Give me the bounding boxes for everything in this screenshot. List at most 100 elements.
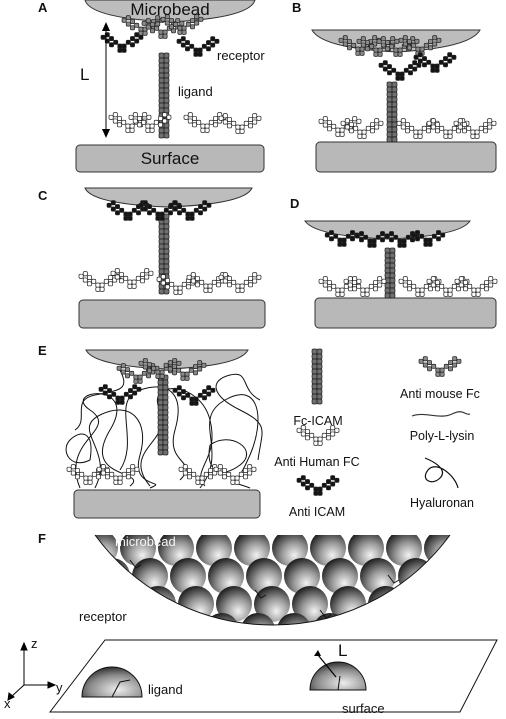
anti-human-fc — [218, 113, 262, 134]
anti-human-fc — [213, 464, 257, 485]
panel-f: F microbead receptor ligand surface L z … — [4, 530, 506, 716]
receptor-label: receptor — [217, 48, 265, 63]
anti-human-fc — [128, 112, 172, 133]
axis-z-label: z — [31, 636, 38, 651]
ligand-label: ligand — [148, 682, 183, 697]
anti-mouse-fc — [121, 15, 165, 36]
surface-slab — [315, 141, 497, 173]
panel-b: B — [292, 0, 497, 173]
microbead-label: Microbead — [130, 0, 209, 19]
surface-slab — [75, 144, 265, 173]
distance-label: L — [338, 641, 347, 660]
anti-icam — [354, 231, 390, 248]
receptor-strand — [254, 589, 267, 599]
anti-human-fc — [453, 118, 497, 139]
bead-sphere — [254, 586, 290, 622]
anti-icam — [378, 60, 422, 81]
bead-sphere — [158, 535, 194, 566]
bead-sphere — [462, 530, 498, 566]
anti-icam — [410, 230, 446, 247]
anti-icam — [172, 385, 216, 406]
bead-sphere — [406, 586, 442, 622]
ligand-dome — [309, 661, 367, 691]
bead-sphere — [246, 558, 282, 594]
surface-label: surface — [342, 701, 385, 716]
bead-sphere — [234, 535, 270, 566]
ligand-dome — [81, 666, 143, 698]
bead-sphere — [500, 530, 506, 566]
anti-human-fc — [178, 464, 222, 485]
legend-anti-human-fc-label: Anti Human FC — [274, 455, 359, 469]
bead-sphere — [196, 535, 232, 566]
anti-icam — [100, 32, 144, 53]
bead-sphere — [386, 535, 422, 566]
legend-hyaluronan-label: Hyaluronan — [410, 496, 474, 510]
panel-c: C — [38, 187, 266, 329]
bead-sphere — [424, 535, 450, 566]
anti-human-fc — [318, 276, 362, 297]
anti-icam — [176, 36, 220, 57]
receptor-strand — [319, 609, 332, 619]
anti-human-fc — [340, 118, 384, 139]
panel-a: A Microbead receptor L ligand Surface — [38, 0, 265, 173]
bead-sphere — [330, 586, 366, 622]
bead-sphere — [95, 558, 130, 594]
bead-sphere — [310, 535, 346, 566]
panel-letter: A — [38, 0, 48, 15]
panel-e: E — [38, 343, 263, 519]
bead-sphere — [436, 558, 450, 594]
surface-slab — [78, 299, 266, 329]
legend-hyaluronan-icon — [424, 457, 459, 489]
anti-icam — [98, 384, 142, 405]
legend-anti-mouse-fc-icon — [418, 356, 462, 377]
panel-letter: F — [38, 531, 46, 546]
legend-fc-icam-label: Fc-ICAM — [293, 414, 342, 428]
fc-icam-ligand — [157, 374, 169, 456]
anti-mouse-fc — [138, 358, 182, 379]
bead-sphere — [482, 586, 506, 622]
receptor-label: receptor — [79, 609, 127, 624]
bead-sphere — [444, 586, 450, 622]
anti-mouse-fc — [160, 14, 204, 35]
surface-slab — [73, 489, 261, 519]
bead-sphere — [95, 535, 118, 566]
axis-y-label: y — [56, 680, 63, 695]
anti-human-fc — [218, 272, 262, 293]
anti-human-fc — [110, 268, 154, 289]
legend-poly-l-lysin-icon — [411, 411, 471, 417]
receptor-strand — [129, 559, 142, 569]
bead-sphere — [368, 586, 404, 622]
microbead-label: microbead — [115, 534, 176, 549]
bead-sphere — [348, 535, 384, 566]
hyaluronan-network — [65, 369, 263, 489]
anti-human-fc — [96, 464, 140, 485]
anti-icam — [168, 200, 212, 221]
panel-d: D — [290, 196, 498, 329]
bead-sphere — [120, 535, 156, 566]
anti-human-fc — [454, 276, 498, 297]
legend-anti-mouse-fc-label: Anti mouse Fc — [400, 387, 480, 401]
receptor-strand — [387, 574, 400, 584]
anti-human-fc — [66, 464, 110, 485]
bead-sphere — [277, 613, 311, 626]
bead-sphere — [241, 613, 275, 626]
bead-sphere — [284, 558, 320, 594]
anti-human-fc — [396, 118, 440, 139]
panel-letter: B — [292, 0, 301, 15]
bead-sphere — [272, 535, 308, 566]
anti-mouse-fc — [163, 360, 207, 381]
surface-label: Surface — [141, 149, 200, 168]
legend-fc-icam-icon — [311, 348, 323, 405]
bead-sphere — [216, 586, 252, 622]
axes — [7, 641, 57, 701]
anti-mouse-fc — [398, 35, 442, 56]
panel-letter: C — [38, 188, 48, 203]
bead-sphere — [360, 558, 396, 594]
surface-plane — [48, 639, 498, 713]
anti-human-fc — [343, 276, 387, 297]
distance-arrow — [317, 654, 337, 678]
legend: Fc-ICAM Anti mouse Fc Anti Human FC Poly… — [274, 348, 480, 519]
bead-sphere — [322, 558, 358, 594]
panel-letter: E — [38, 343, 47, 358]
anti-human-fc — [426, 118, 470, 139]
